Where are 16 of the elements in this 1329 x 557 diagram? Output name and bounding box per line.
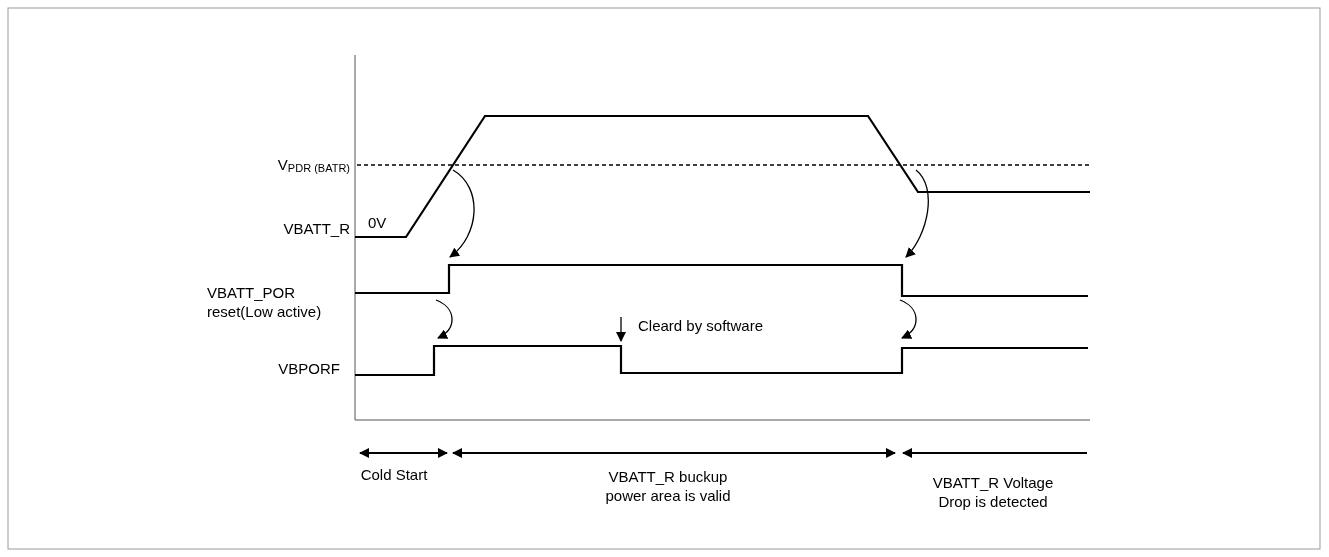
annotation-text: Cleard by software xyxy=(638,316,764,335)
signal-label: VBATT_R xyxy=(283,219,350,238)
vbporf-waveform xyxy=(355,344,1088,377)
arrow xyxy=(449,169,475,258)
vbatt-por-waveform xyxy=(355,263,1088,298)
period-label: VBATT_R Voltage Drop is detected xyxy=(931,473,1055,511)
period-label: VBATT_R buckup power area is valid xyxy=(604,467,732,505)
voltage-label: 0V xyxy=(368,213,387,232)
arrow xyxy=(899,299,917,339)
threshold-label: V$_{PDR (BATR)}$ xyxy=(277,155,350,176)
vbatt-r-waveform xyxy=(355,114,1090,239)
signal-label: VBPORF xyxy=(278,359,340,378)
arrow xyxy=(435,299,453,339)
signal-label: VBATT_POR reset(Low active) xyxy=(207,283,323,321)
arrow xyxy=(905,169,929,258)
period-label: Cold Start xyxy=(359,465,429,484)
